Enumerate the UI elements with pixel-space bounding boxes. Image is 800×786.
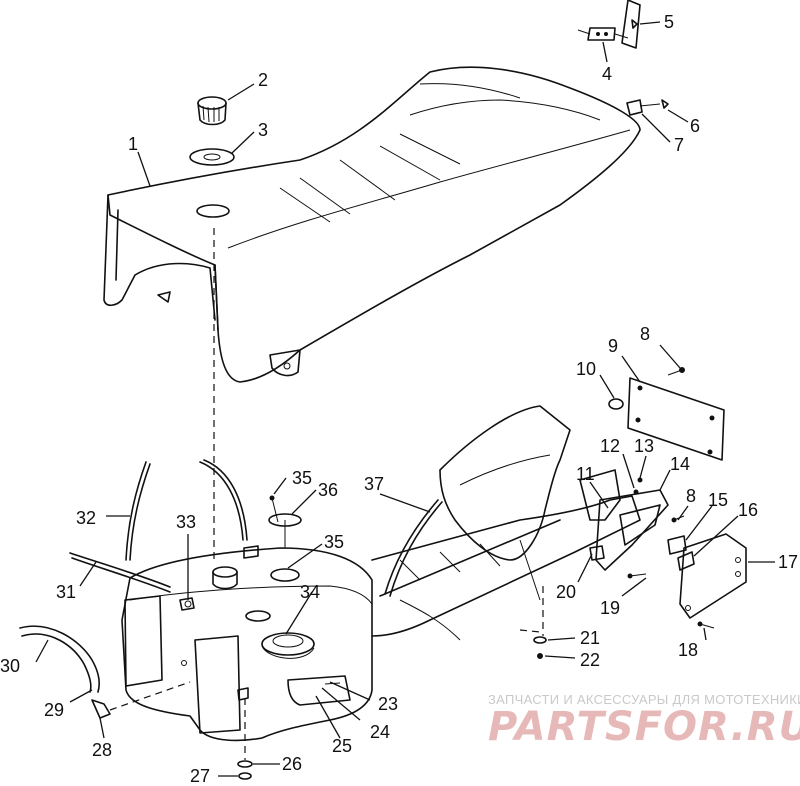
callout-20: 20 (556, 582, 576, 602)
callout-14: 14 (670, 454, 690, 474)
callout-27: 27 (190, 766, 210, 786)
assembly-lines (109, 228, 544, 760)
callout-13: 13 (634, 436, 654, 456)
callout-17: 17 (778, 552, 798, 572)
callout-15: 15 (708, 490, 728, 510)
clip-parts (626, 99, 669, 116)
callout-4: 4 (602, 64, 612, 84)
callout-33: 33 (176, 512, 196, 532)
callout-36: 36 (318, 480, 338, 500)
watermark-tagline: ЗАПЧАСТИ И АКСЕССУАРЫ ДЛЯ МОТОТЕХНИКИ (488, 692, 800, 707)
callout-22: 22 (580, 650, 600, 670)
callout-29: 29 (44, 700, 64, 720)
watermark-logo: PARTSFOR.RU (488, 704, 800, 750)
bracket-parts-top (577, 0, 641, 49)
callout-21: 21 (580, 628, 600, 648)
small-fittings (179, 495, 302, 611)
callout-16: 16 (738, 500, 758, 520)
mount-brackets (595, 477, 747, 629)
callout-7: 7 (674, 135, 684, 155)
washers-bolts (237, 636, 547, 780)
callout-35a: 35 (292, 468, 312, 488)
callout-32: 32 (76, 508, 96, 528)
hose-parts (19, 459, 248, 719)
cable-part (384, 499, 443, 597)
callout-28: 28 (92, 740, 112, 760)
callout-23: 23 (378, 694, 398, 714)
plate-part (608, 367, 725, 461)
callout-19: 19 (600, 598, 620, 618)
callout-8: 8 (640, 324, 650, 344)
callout-11: 11 (576, 464, 595, 484)
callout-31: 31 (56, 582, 76, 602)
washer-part (189, 148, 235, 166)
callout-9: 9 (608, 336, 618, 356)
callout-18: 18 (678, 640, 698, 660)
leader-lines (35, 21, 775, 777)
callout-25: 25 (332, 736, 352, 756)
callout-10: 10 (576, 359, 596, 379)
callout-6: 6 (690, 116, 700, 136)
fuel-tank-part (121, 545, 373, 742)
callout-12: 12 (600, 436, 620, 456)
callout-3: 3 (258, 120, 268, 140)
callout-1: 1 (128, 134, 138, 154)
callout-35b: 35 (324, 532, 344, 552)
seat-part (103, 66, 641, 383)
callout-8b: 8 (686, 486, 696, 506)
callout-26: 26 (282, 754, 302, 774)
callout-2: 2 (258, 70, 268, 90)
callout-labels: 1 2 3 4 5 6 7 8 9 10 11 12 13 14 8 15 16… (0, 12, 798, 786)
callout-34: 34 (300, 582, 320, 602)
callout-37: 37 (364, 474, 384, 494)
callout-30: 30 (0, 656, 20, 676)
fuel-cap-part (197, 96, 227, 126)
callout-5: 5 (664, 12, 674, 32)
callout-24: 24 (370, 722, 390, 742)
